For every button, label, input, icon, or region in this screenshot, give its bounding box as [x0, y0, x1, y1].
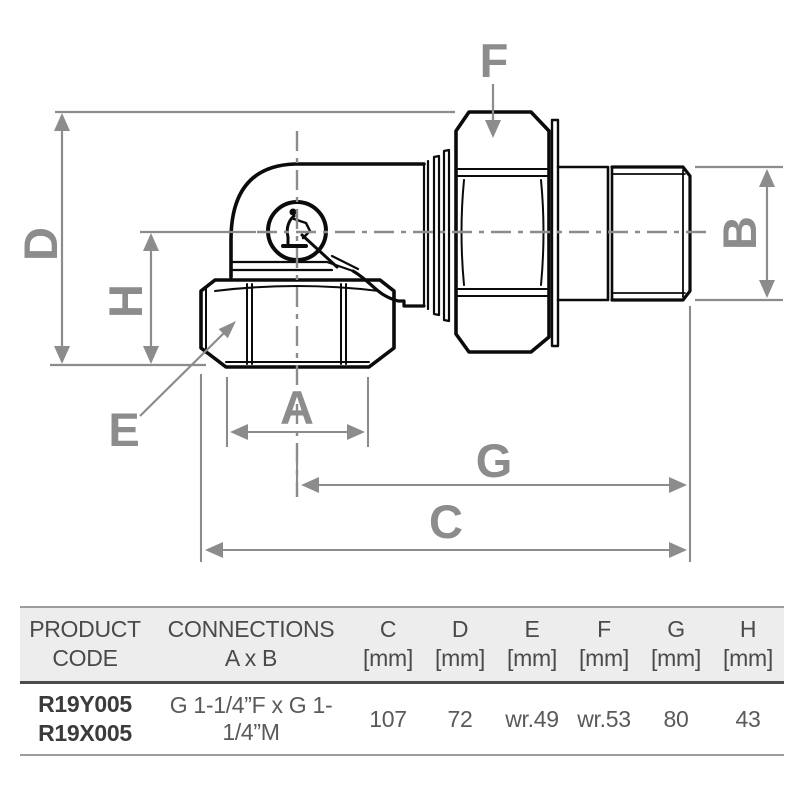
dim-label-e: E — [108, 403, 139, 456]
dim-B-lines — [695, 165, 783, 302]
dim-F: F — [480, 34, 509, 138]
table-header-row: PRODUCT CODE CONNECTIONS A x B C [mm] D … — [20, 606, 784, 684]
tail-pipe-lines — [422, 159, 430, 311]
dim-A-arrow-right — [347, 424, 365, 440]
cell-value-f: wr.53 — [577, 705, 631, 732]
union-nut-facet-lines — [457, 168, 549, 297]
dim-H-lines — [140, 230, 256, 349]
dim-C-arrow-left — [205, 542, 223, 558]
col-header-connections: CONNECTIONS A x B — [150, 615, 352, 673]
dim-G-arrow-right — [669, 477, 687, 493]
hex-female-nut — [199, 278, 396, 369]
dim-E: E — [108, 321, 236, 456]
header-line: PRODUCT — [29, 616, 141, 642]
header-line: G — [667, 616, 685, 642]
spec-table: PRODUCT CODE CONNECTIONS A x B C [mm] D … — [20, 606, 784, 756]
dim-label-d: D — [14, 227, 67, 261]
valve-body-drawing — [199, 110, 692, 369]
dim-label-b: B — [713, 216, 766, 250]
thread-inner-lines — [611, 169, 686, 298]
cell-value-e: wr.49 — [505, 705, 559, 732]
dim-B: B — [695, 165, 783, 302]
col-header-dim-e: E [mm] — [496, 615, 568, 673]
product-code: R19X005 — [38, 720, 132, 746]
cell-connections: G 1-1/4”F x G 1-1/4”M — [169, 692, 333, 745]
header-line: E — [524, 616, 540, 642]
body-underside-curve — [351, 269, 426, 308]
dim-D-arrow-up — [54, 113, 70, 131]
giacomini-figure-icon — [281, 208, 339, 269]
dim-label-f: F — [480, 34, 509, 87]
union-nut-outline — [454, 110, 551, 354]
dim-H: H — [99, 230, 256, 364]
dim-A-lines — [225, 377, 370, 447]
dim-E-arrow — [218, 321, 236, 339]
table-data-row: R19Y005 R19X005 G 1-1/4”F x G 1-1/4”M 10… — [20, 684, 784, 756]
dim-E-leader-line — [139, 330, 227, 417]
header-line: C — [379, 616, 397, 642]
dim-B-arrow-down — [759, 280, 775, 298]
header-line: A x B — [224, 645, 278, 671]
header-line: [mm] — [723, 645, 773, 671]
cell-value-h: 43 — [735, 705, 761, 732]
dim-label-h: H — [99, 284, 152, 318]
dim-label-g: G — [476, 434, 513, 487]
cell-value-c: 107 — [369, 705, 407, 732]
brand-logo-medallion — [266, 200, 339, 269]
dim-G-lines — [295, 449, 672, 497]
header-line: CONNECTIONS — [167, 616, 335, 642]
dimensions: D H E A — [14, 34, 783, 562]
hex-nut-facet-lines — [205, 283, 380, 365]
col-header-dim-d: D [mm] — [424, 615, 496, 673]
header-line: [mm] — [651, 645, 701, 671]
male-thread-end — [556, 165, 692, 302]
dim-H-arrow-up — [143, 233, 159, 251]
dim-G-arrow-left — [301, 477, 319, 493]
dim-A: A — [225, 377, 370, 447]
thread-outline — [610, 165, 692, 302]
dim-C: C — [199, 306, 692, 562]
dim-label-c: C — [429, 495, 463, 548]
dim-D-lines — [50, 110, 455, 367]
header-line: CODE — [52, 645, 118, 671]
cell-value-g: 80 — [663, 705, 689, 732]
dim-H-arrow-down — [143, 346, 159, 364]
dim-B-arrow-up — [759, 169, 775, 187]
header-line: D — [451, 616, 469, 642]
dim-G: G — [295, 434, 687, 497]
dim-F-arrow — [485, 120, 501, 138]
dim-C-lines — [199, 306, 692, 562]
header-line: F — [597, 616, 611, 642]
valve-technical-drawing: D H E A — [14, 34, 783, 562]
thread-collar-lines — [556, 165, 614, 302]
col-header-dim-h: H [mm] — [712, 615, 784, 673]
header-line: [mm] — [579, 645, 629, 671]
dim-D: D — [14, 110, 455, 367]
col-header-dim-g: G [mm] — [640, 615, 712, 673]
dim-A-arrow-left — [230, 424, 248, 440]
cell-product-codes: R19Y005 R19X005 — [20, 690, 150, 748]
centerlines — [257, 131, 706, 497]
product-code: R19Y005 — [38, 691, 132, 717]
header-line: [mm] — [507, 645, 557, 671]
bonnet-band-lines — [229, 254, 360, 273]
header-line: [mm] — [363, 645, 413, 671]
col-header-product-code: PRODUCT CODE — [20, 615, 150, 673]
col-header-dim-f: F [mm] — [568, 615, 640, 673]
header-line: H — [739, 616, 757, 642]
dim-C-arrow-right — [669, 542, 687, 558]
union-flange-plates — [432, 148, 451, 323]
col-header-dim-c: C [mm] — [352, 615, 424, 673]
dim-label-a: A — [280, 381, 314, 434]
dim-D-arrow-down — [54, 346, 70, 364]
header-line: [mm] — [435, 645, 485, 671]
hex-nut-outline — [199, 278, 396, 369]
cell-value-d: 72 — [447, 705, 473, 732]
